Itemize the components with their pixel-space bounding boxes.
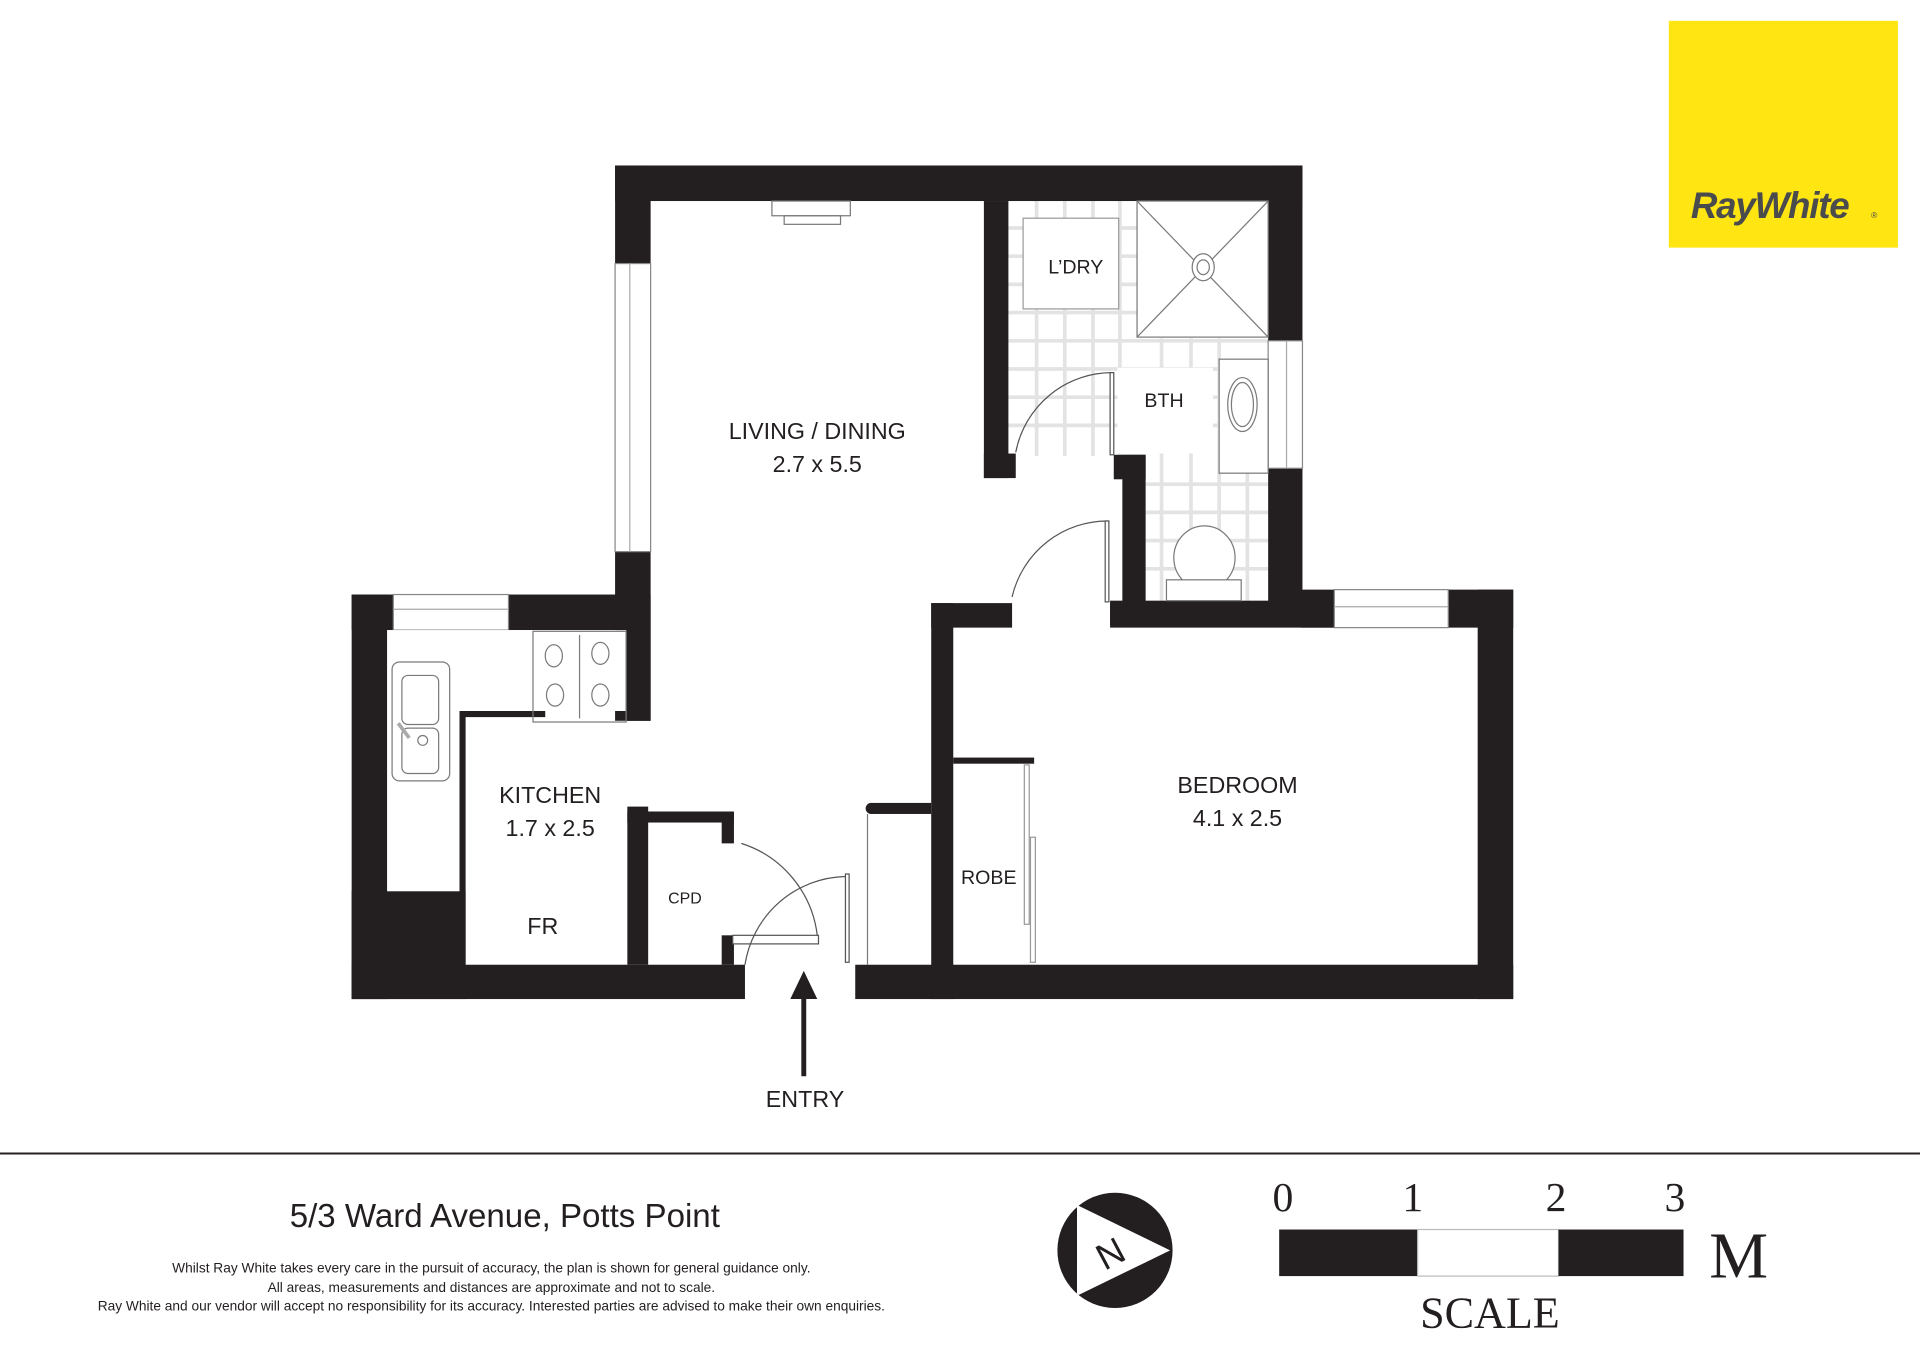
cooktop-icon (532, 630, 627, 723)
fixtures (387, 200, 1269, 965)
logo-text: RayWhite (1691, 185, 1849, 226)
bathroom-label: BTH (1144, 390, 1183, 412)
disclaimer-line-3: Ray White and our vendor will accept no … (98, 1298, 885, 1313)
bedroom-name: BEDROOM (1177, 772, 1297, 798)
scale-unit: M (1709, 1219, 1768, 1292)
kitchen-dimensions: 1.7 x 2.5 (506, 815, 595, 841)
entry-label: ENTRY (766, 1086, 844, 1112)
bathroom-tile-grid (1008, 201, 1269, 601)
scale-label: SCALE (1420, 1289, 1560, 1338)
basin-icon (1218, 358, 1269, 474)
scale-tick-3: 3 (1665, 1175, 1686, 1221)
scale-bar: 0 1 2 3 M SCALE (1272, 1175, 1768, 1337)
kitchen-name: KITCHEN (499, 782, 601, 808)
scale-tick-1: 1 (1402, 1175, 1423, 1221)
robe-label: ROBE (961, 867, 1017, 889)
living-room-name: LIVING / DINING (729, 418, 906, 444)
toilet-icon (1165, 525, 1242, 602)
bedroom-dimensions: 4.1 x 2.5 (1193, 805, 1282, 831)
property-address: 5/3 Ward Avenue, Potts Point (290, 1198, 720, 1235)
disclaimer-line-1: Whilst Ray White takes every care in the… (172, 1260, 810, 1275)
walls (351, 165, 1514, 1000)
north-compass-icon: N (1057, 1192, 1173, 1308)
registered-mark: ® (1871, 210, 1878, 220)
bedroom-door[interactable] (1011, 520, 1110, 603)
living-room-dimensions: 2.7 x 5.5 (773, 451, 862, 477)
fridge-label: FR (527, 913, 558, 939)
cupboard-label: CPD (668, 890, 702, 907)
scale-tick-2: 2 (1546, 1175, 1567, 1221)
laundry-label: L’DRY (1048, 256, 1103, 278)
bathroom-door[interactable] (1015, 372, 1115, 456)
shower-icon (1136, 200, 1269, 338)
doors (732, 372, 1115, 965)
entry-arrow-icon (790, 970, 818, 1077)
windows (392, 262, 1449, 631)
disclaimer-line-2: All areas, measurements and distances ar… (268, 1280, 716, 1295)
ray-white-logo: RayWhite ® (1668, 20, 1898, 248)
scale-tick-0: 0 (1272, 1175, 1293, 1221)
front-door[interactable] (744, 873, 850, 965)
sink-icon (391, 661, 451, 782)
heater-icon (771, 200, 851, 217)
cupboard-door[interactable] (732, 842, 820, 945)
